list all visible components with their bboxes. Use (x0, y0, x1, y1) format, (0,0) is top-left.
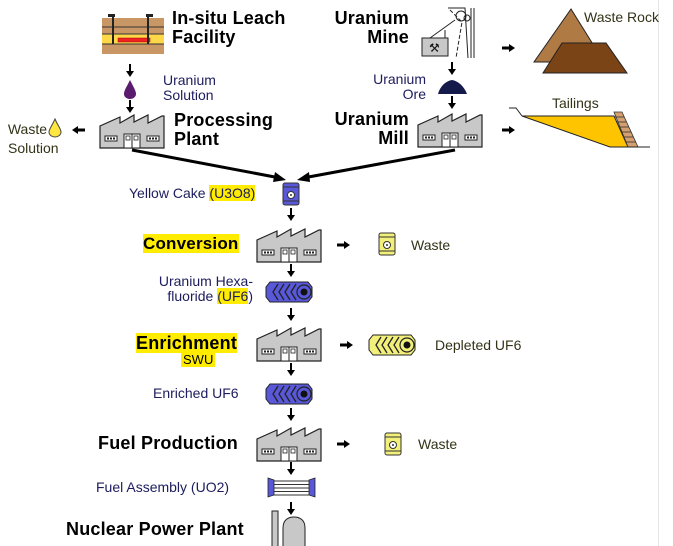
reactor-icon (271, 510, 306, 546)
depleted-uf6-label: Depleted UF6 (435, 337, 522, 353)
waste-rock-icon (533, 8, 628, 74)
conversion-waste-label: Waste (411, 237, 451, 253)
mine-headframe-icon: ⚒ (421, 7, 475, 59)
waste-solution-label: Waste (7, 121, 47, 137)
fuel-assembly-icon (267, 477, 316, 498)
arrow-down (286, 207, 296, 222)
uranium-solution-label: Uranium Solution (163, 72, 216, 103)
arrow-down (125, 99, 135, 114)
flow-arrow-mill-to-yellowcake (297, 148, 456, 182)
waste-solution-label-2: Solution (8, 140, 59, 156)
arrow-down (447, 61, 457, 76)
arrow-down (286, 263, 296, 278)
arrow-right (335, 438, 352, 450)
arrow-right (335, 239, 352, 251)
tailings-icon (509, 107, 650, 148)
uranium-ore-label: Uranium Ore (373, 71, 426, 102)
node-label-enrichment: Enrichment (136, 333, 238, 353)
factory-icon (256, 228, 322, 263)
arrow-right (500, 124, 517, 136)
node-label-conversion: Conversion (143, 234, 239, 253)
right-edge-border (658, 0, 659, 546)
drum-icon (282, 182, 300, 206)
cylinder-icon (265, 383, 313, 405)
factory-icon (256, 327, 322, 362)
waste-droplet-icon (48, 117, 62, 138)
node-label-mill: Uranium Mill (334, 109, 409, 148)
yellow-cake-formula: (U3O8) (209, 185, 256, 201)
waste-drum-icon (378, 232, 396, 256)
node-label-processing: Processing Plant (174, 110, 274, 149)
arrow-down (286, 362, 296, 377)
tailings-label: Tailings (552, 95, 599, 111)
droplet-icon (124, 80, 136, 99)
factory-icon (417, 113, 483, 148)
fuel-waste-label: Waste (418, 436, 458, 452)
enriched-uf6-label: Enriched UF6 (153, 385, 239, 401)
arrow-down (125, 63, 135, 78)
swu-label: SWU (181, 352, 216, 367)
yellow-cake-label: Yellow Cake (U3O8) (129, 185, 256, 201)
arrow-right (338, 339, 355, 351)
insitu-leach-icon (102, 14, 164, 54)
node-label-power-plant: Nuclear Power Plant (66, 519, 244, 539)
depleted-cylinder-icon (368, 334, 416, 356)
arrow-down (286, 407, 296, 422)
flow-arrow-processing-to-yellowcake (131, 148, 286, 182)
arrow-down (286, 461, 296, 476)
arrow-left (70, 124, 87, 136)
waste-rock-label: Waste Rock (584, 9, 659, 25)
factory-icon (256, 427, 322, 462)
svg-text:⚒: ⚒ (429, 41, 440, 55)
fuel-assembly-label: Fuel Assembly (UO2) (96, 479, 230, 495)
cylinder-icon (265, 281, 313, 303)
factory-icon (99, 114, 165, 149)
arrow-right (500, 42, 517, 54)
uf6-label: Uranium Hexa- fluoride (UF6) (158, 273, 253, 304)
node-label-fuel-production: Fuel Production (98, 433, 238, 453)
arrow-down (286, 501, 296, 516)
ore-pile-icon (438, 80, 467, 94)
arrow-down (286, 307, 296, 322)
arrow-down (447, 95, 457, 110)
node-label-mine: Uranium Mine (334, 8, 409, 47)
node-label-insitu: In-situ Leach Facility (172, 8, 286, 47)
waste-drum-icon (384, 432, 402, 456)
